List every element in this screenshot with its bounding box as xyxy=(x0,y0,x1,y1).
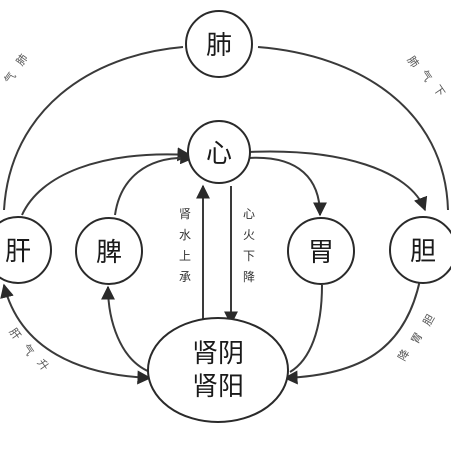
right-top-char-2: 下 xyxy=(430,83,447,99)
center-left-char-1: 水 xyxy=(179,228,191,242)
center-right-char-3: 降 xyxy=(243,270,255,284)
label-xin-huo-xia-jiang: 心 火 下 降 xyxy=(243,207,255,284)
left-top-char-1: 气 xyxy=(1,69,19,86)
right-bottom-char-2: 降 xyxy=(395,347,413,364)
center-left-char-2: 上 xyxy=(179,249,191,263)
node-pi: 脾 xyxy=(75,217,143,285)
node-xin: 心 xyxy=(187,120,251,184)
arc-xin-to-gan xyxy=(21,147,192,216)
label-left-top: 肺 气 xyxy=(1,52,31,86)
shen-yin-label: 肾阴 xyxy=(192,339,244,369)
dan-label: 胆 xyxy=(410,237,436,267)
center-right-char-1: 火 xyxy=(243,228,255,242)
arc-pi-to-kidney xyxy=(101,285,151,373)
label-right-top: 肺 气 下 xyxy=(404,54,447,99)
left-bottom-char-2: 升 xyxy=(34,357,51,373)
left-bottom-char-0: 肝 xyxy=(6,326,23,342)
shen-yang-label: 肾阳 xyxy=(192,372,244,402)
arc-dan-to-kidney xyxy=(283,279,421,385)
gan-label: 肝 xyxy=(5,237,31,267)
left-top-char-0: 肺 xyxy=(14,52,31,68)
arc-xin-to-wei xyxy=(247,156,327,217)
node-shen: 肾阴 肾阳 xyxy=(147,317,289,423)
fei-label: 肺 xyxy=(206,31,232,61)
right-bottom-char-0: 胆 xyxy=(421,312,438,328)
node-fei: 肺 xyxy=(185,10,253,78)
outer-arc-left xyxy=(3,46,184,211)
outer-arc-right xyxy=(257,46,449,211)
arc-xin-to-dan xyxy=(247,150,428,212)
label-shen-shui-shang-cheng: 肾 水 上 承 xyxy=(179,207,191,284)
center-left-char-0: 肾 xyxy=(179,207,191,221)
arc-wei-to-kidney xyxy=(289,284,323,373)
arc-xin-to-pi xyxy=(114,150,195,216)
arc-gan-to-kidney xyxy=(0,283,152,385)
right-top-char-0: 肺 xyxy=(404,54,421,70)
node-wei: 胃 xyxy=(287,217,355,285)
center-right-char-2: 下 xyxy=(243,249,255,263)
left-bottom-char-1: 气 xyxy=(19,341,37,358)
node-dan: 胆 xyxy=(389,216,451,284)
right-top-char-1: 气 xyxy=(417,67,435,84)
label-right-bottom: 胆 胃 降 xyxy=(395,312,438,363)
center-left-char-3: 承 xyxy=(179,270,191,284)
center-right-char-0: 心 xyxy=(243,207,255,221)
xin-label: 心 xyxy=(206,139,232,169)
right-bottom-char-1: 胃 xyxy=(409,330,426,346)
node-gan: 肝 xyxy=(0,216,52,284)
pi-label: 脾 xyxy=(96,238,122,268)
wei-label: 胃 xyxy=(308,238,334,268)
